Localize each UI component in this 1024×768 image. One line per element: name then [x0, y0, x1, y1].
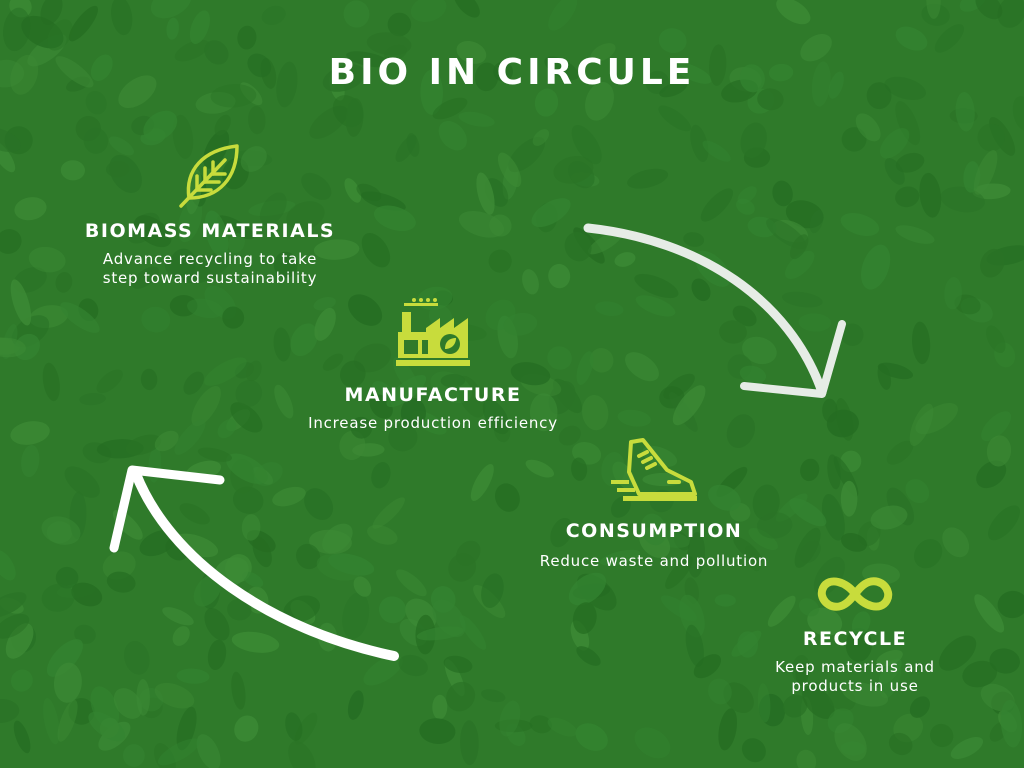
- step-manufacture: MANUFACTURE Increase production efficien…: [283, 292, 583, 433]
- step-heading: MANUFACTURE: [344, 384, 522, 406]
- step-description: Advance recycling to take step toward su…: [102, 250, 318, 287]
- step-description: Increase production efficiency: [308, 414, 558, 432]
- step-heading: CONSUMPTION: [565, 520, 743, 542]
- step-recycle: RECYCLE Keep materials and products in u…: [735, 572, 975, 696]
- step-consumption: CONSUMPTION Reduce waste and pollution: [504, 436, 804, 571]
- sneaker-icon: [611, 438, 697, 501]
- infinity-icon: [817, 577, 893, 611]
- step-biomass-materials: BIOMASS MATERIALS Advance recycling to t…: [60, 140, 360, 288]
- page-title: BIO IN CIRCULE: [328, 52, 696, 93]
- step-description: Keep materials and products in use: [775, 658, 935, 695]
- leaf-icon: [179, 144, 239, 208]
- step-heading: BIOMASS MATERIALS: [84, 220, 336, 242]
- factory-icon: [396, 298, 470, 366]
- step-heading: RECYCLE: [802, 628, 908, 650]
- step-description: Reduce waste and pollution: [539, 552, 769, 570]
